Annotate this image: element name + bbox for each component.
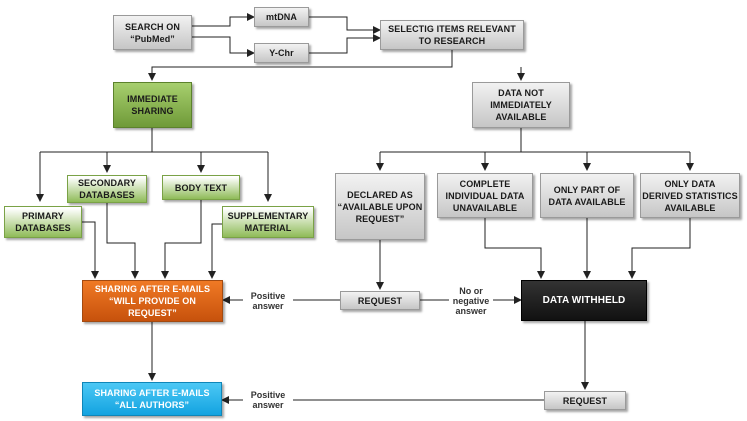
no-negative-answer-label: No or negative answer xyxy=(449,286,493,316)
selecting-items-box: SELECTIG ITEMS RELEVANT TO RESEARCH xyxy=(380,20,524,50)
declared-available-upon-request-box: DECLARED AS “AVAILABLE UPON REQUEST” xyxy=(335,173,425,240)
secondary-databases-box: SECONDARY DATABASES xyxy=(67,175,147,203)
primary-databases-box: PRIMARY DATABASES xyxy=(4,206,82,238)
supplementary-material-box: SUPPLEMENTARY MATERIAL xyxy=(222,206,314,238)
only-part-of-data-box: ONLY PART OF DATA AVAILABLE xyxy=(540,173,634,218)
data-not-immediately-available-box: DATA NOT IMMEDIATELY AVAILABLE xyxy=(472,82,570,128)
mtdna-box: mtDNA xyxy=(254,7,309,27)
connector-mtdna-selecting xyxy=(309,16,381,34)
complete-individual-data-unavailable-box: COMPLETE INDIVIDUAL DATA UNAVAILABLE xyxy=(437,173,533,218)
request-box-1: REQUEST xyxy=(340,291,420,310)
sharing-will-provide-box: SHARING AFTER E-MAILS “WILL PROVIDE ON R… xyxy=(82,280,223,322)
sharing-all-authors-box: SHARING AFTER E-MAILS “ALL AUTHORS” xyxy=(82,382,222,416)
connector-complete-withheld xyxy=(484,218,545,279)
connector-search-mtdna xyxy=(192,13,255,27)
connector-supplementary-sharing xyxy=(208,223,222,279)
connector-primary-sharing xyxy=(82,221,99,279)
only-derived-statistics-box: ONLY DATA DERIVED STATISTICS AVAILABLE xyxy=(640,173,740,218)
search-pubmed-box: SEARCH ON “PubMed” xyxy=(113,15,192,50)
immediate-sharing-box: IMMEDIATE SHARING xyxy=(113,82,192,128)
positive-answer-label-2: Positive answer xyxy=(243,390,293,410)
connector-selecting-split xyxy=(148,50,453,81)
connector-secondary-sharing xyxy=(106,203,139,279)
request-box-2: REQUEST xyxy=(544,391,626,410)
body-text-box: BODY TEXT xyxy=(162,175,240,200)
positive-answer-label-1: Positive answer xyxy=(243,291,293,311)
connector-bodytext-sharing xyxy=(161,200,202,279)
connector-ychr-selecting xyxy=(309,34,381,54)
ychr-box: Y-Chr xyxy=(254,43,309,63)
connector-search-ychr xyxy=(192,36,255,57)
data-withheld-box: DATA WITHHELD xyxy=(521,280,647,321)
connector-derived-withheld xyxy=(628,218,691,279)
